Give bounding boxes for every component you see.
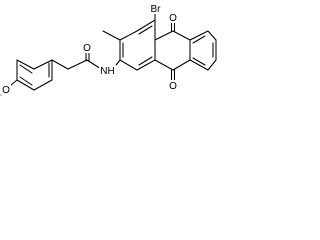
bond xyxy=(154,30,174,41)
bond xyxy=(33,59,53,70)
bonds xyxy=(0,12,217,96)
bond xyxy=(207,59,217,71)
quinone-oxygen-bottom-label: O xyxy=(169,81,177,92)
bond-double-inner xyxy=(192,35,206,44)
bond xyxy=(189,30,209,41)
bond xyxy=(9,79,18,87)
bond xyxy=(16,59,35,70)
bond-double-inner xyxy=(192,57,206,66)
bond-double-inner xyxy=(19,64,33,74)
atom-labels: Br O O NH O O xyxy=(1,3,178,96)
amide-nitrogen-label: NH xyxy=(100,66,114,77)
bond xyxy=(119,59,138,71)
bond xyxy=(33,79,53,91)
bond xyxy=(136,19,156,32)
amide-oxygen-label: O xyxy=(83,43,91,54)
bond xyxy=(136,59,156,71)
bond xyxy=(102,30,121,41)
bond xyxy=(51,59,69,70)
bond xyxy=(189,59,209,71)
bond xyxy=(207,30,217,41)
bromine-label: Br xyxy=(151,4,162,15)
bond xyxy=(172,59,191,71)
bond xyxy=(86,59,102,70)
quinone-oxygen-top-label: O xyxy=(169,13,177,24)
bond xyxy=(67,59,88,70)
bond xyxy=(154,59,174,71)
methoxy-oxygen-label: O xyxy=(2,85,10,96)
chemical-structure-diagram: Br O O NH O O xyxy=(0,3,217,96)
bond xyxy=(172,30,191,41)
bond-double-inner xyxy=(138,56,153,66)
bond-double-inner xyxy=(19,76,33,86)
bond-double-inner xyxy=(138,25,153,35)
bond xyxy=(119,30,138,41)
bond xyxy=(16,79,35,91)
